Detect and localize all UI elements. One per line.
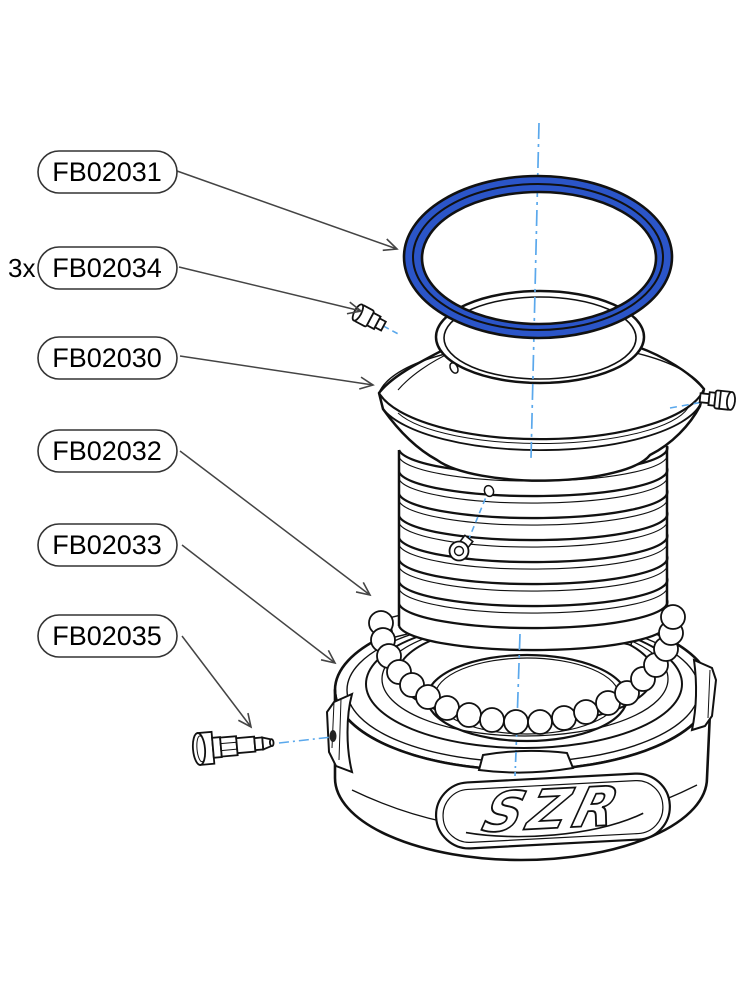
part-screw-fb02034-right xyxy=(669,389,736,411)
leader-lines xyxy=(176,170,399,729)
leader-fb02032 xyxy=(179,450,372,597)
label-text-fb02030: FB02030 xyxy=(52,343,162,373)
part-bearing-balls-fb02032 xyxy=(368,604,686,735)
cup-left-lug xyxy=(325,692,354,774)
leader-fb02033 xyxy=(181,544,337,665)
label-fb02034: 3x FB02034 xyxy=(8,246,178,290)
part-seal-ring-fb02031 xyxy=(402,174,674,340)
cup-front-tab xyxy=(477,749,575,774)
part-bellows-fb02032 xyxy=(397,445,669,652)
leader-fb02035 xyxy=(181,635,253,729)
part-screw-fb02034-middle xyxy=(448,484,495,562)
screw-centerline-right xyxy=(669,401,704,409)
label-fb02033: FB02033 xyxy=(37,523,178,567)
leader-fb02030 xyxy=(179,355,375,390)
leader-fb02031 xyxy=(176,170,399,252)
label-text-fb02031: FB02031 xyxy=(52,157,162,187)
lug-bolt-hole xyxy=(329,730,337,742)
label-fb02035: FB02035 xyxy=(37,614,178,658)
part-bolt-fb02035 xyxy=(191,730,333,766)
part-labels: FB02031 3x FB02034 FB02030 FB02032 FB020… xyxy=(8,150,178,658)
screw-centerline-middle xyxy=(467,496,487,542)
part-crown-fb02030 xyxy=(377,342,706,482)
label-fb02030: FB02030 xyxy=(37,336,178,380)
part-cup-fb02033-front: SZR xyxy=(325,658,718,862)
label-text-fb02034: FB02034 xyxy=(52,253,162,283)
label-fb02032: FB02032 xyxy=(37,429,178,473)
cup-right-lug xyxy=(690,658,718,732)
part-screw-fb02034-top xyxy=(351,303,399,335)
logo-badge: SZR xyxy=(434,772,671,850)
screw-hole xyxy=(483,484,495,498)
label-text-fb02035: FB02035 xyxy=(52,621,162,651)
tube-hole xyxy=(449,362,459,374)
logo-text: SZR xyxy=(476,775,630,846)
centerline-tab-tail xyxy=(514,751,517,777)
leader-fb02034 xyxy=(178,266,363,315)
label-fb02031: FB02031 xyxy=(37,150,178,194)
qty-3x: 3x xyxy=(8,253,35,283)
label-text-fb02033: FB02033 xyxy=(52,530,162,560)
label-text-fb02032: FB02032 xyxy=(52,436,162,466)
centerline-vertical-upper xyxy=(530,122,540,460)
bolt-centerline xyxy=(278,736,333,744)
